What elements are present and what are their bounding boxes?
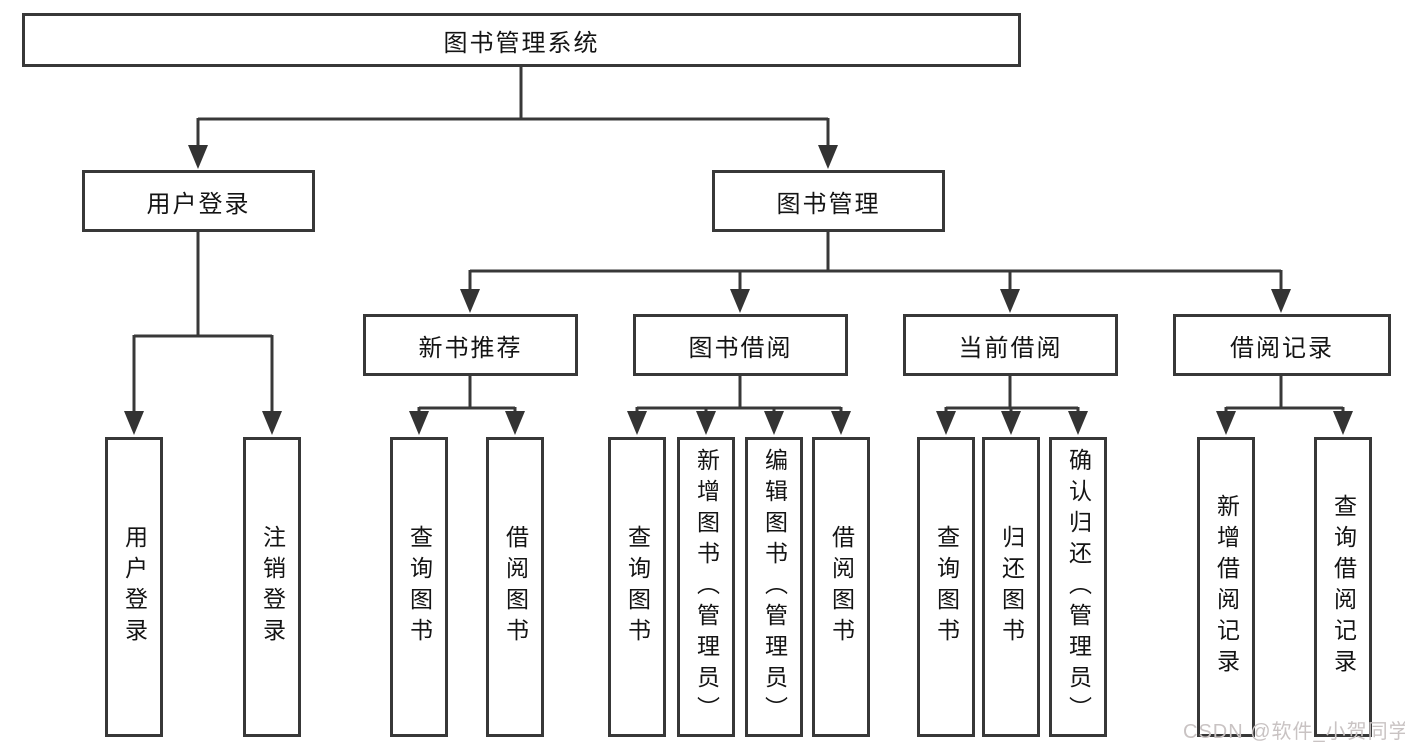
arrow-down-icon <box>409 411 429 435</box>
leaf-label: 新增借阅记录 <box>1213 494 1240 680</box>
leaf-records-add-borrow-record: 新增借阅记录 <box>1197 437 1255 737</box>
arrow-down-icon <box>696 411 716 435</box>
leaf-label: 确认归还（管理员） <box>1065 447 1092 727</box>
arrow-down-icon <box>124 411 144 435</box>
leaf-borrow-edit-books-admin: 编辑图书（管理员） <box>745 437 803 737</box>
leaf-logout: 注销登录 <box>243 437 301 737</box>
node-borrowing-records: 借阅记录 <box>1173 314 1391 376</box>
leaf-label: 查询图书 <box>624 525 651 649</box>
connector-book-borrow-children <box>635 374 843 414</box>
leaf-borrow-borrow-books: 借阅图书 <box>812 437 870 737</box>
leaf-label: 新增图书（管理员） <box>693 447 720 727</box>
connector-book-management-children <box>468 230 1283 290</box>
leaf-records-query-borrow-record: 查询借阅记录 <box>1314 437 1372 737</box>
node-book-management: 图书管理 <box>712 170 945 232</box>
leaf-label: 归还图书 <box>998 525 1025 649</box>
arrow-down-icon <box>831 411 851 435</box>
leaf-label: 注销登录 <box>259 525 286 649</box>
node-new-book-recommendation: 新书推荐 <box>363 314 578 376</box>
arrow-down-icon <box>818 145 838 169</box>
leaf-label: 借阅图书 <box>828 525 855 649</box>
arrow-down-icon <box>188 145 208 169</box>
node-book-borrowing: 图书借阅 <box>633 314 848 376</box>
connector-new-book-children <box>417 374 517 414</box>
leaf-newbook-query-books: 查询图书 <box>390 437 448 737</box>
arrow-down-icon <box>936 411 956 435</box>
arrow-down-icon <box>764 411 784 435</box>
leaf-borrow-add-books-admin: 新增图书（管理员） <box>677 437 735 737</box>
leaf-current-confirm-return-admin: 确认归还（管理员） <box>1049 437 1107 737</box>
leaf-label: 用户登录 <box>121 525 148 649</box>
arrow-down-icon <box>460 289 480 313</box>
node-library-management-system: 图书管理系统 <box>22 13 1021 67</box>
leaf-borrow-query-books: 查询图书 <box>608 437 666 737</box>
arrow-down-icon <box>1001 411 1021 435</box>
arrow-down-icon <box>505 411 525 435</box>
leaf-label: 查询图书 <box>406 525 433 649</box>
arrow-down-icon <box>1271 289 1291 313</box>
leaf-label: 借阅图书 <box>502 525 529 649</box>
leaf-user-login: 用户登录 <box>105 437 163 737</box>
arrow-down-icon <box>262 411 282 435</box>
watermark: CSDN @软件_小贺同学 <box>1183 721 1405 743</box>
leaf-newbook-borrow-books: 借阅图书 <box>486 437 544 737</box>
arrow-down-icon <box>1216 411 1236 435</box>
leaf-current-query-books: 查询图书 <box>917 437 975 737</box>
node-user-login: 用户登录 <box>82 170 315 232</box>
leaf-label: 查询借阅记录 <box>1330 494 1357 680</box>
leaf-label: 查询图书 <box>933 525 960 649</box>
arrow-down-icon <box>730 289 750 313</box>
arrow-down-icon <box>1000 289 1020 313</box>
leaf-label: 编辑图书（管理员） <box>761 447 788 727</box>
connector-current-borrow-children <box>944 374 1080 414</box>
arrow-down-icon <box>1333 411 1353 435</box>
node-current-borrowing: 当前借阅 <box>903 314 1118 376</box>
connector-root-to-branches <box>196 65 830 146</box>
connector-borrow-records-children <box>1224 374 1345 414</box>
leaf-current-return-books: 归还图书 <box>982 437 1040 737</box>
arrow-down-icon <box>627 411 647 435</box>
arrow-down-icon <box>1068 411 1088 435</box>
connector-user-login-children <box>132 230 274 414</box>
